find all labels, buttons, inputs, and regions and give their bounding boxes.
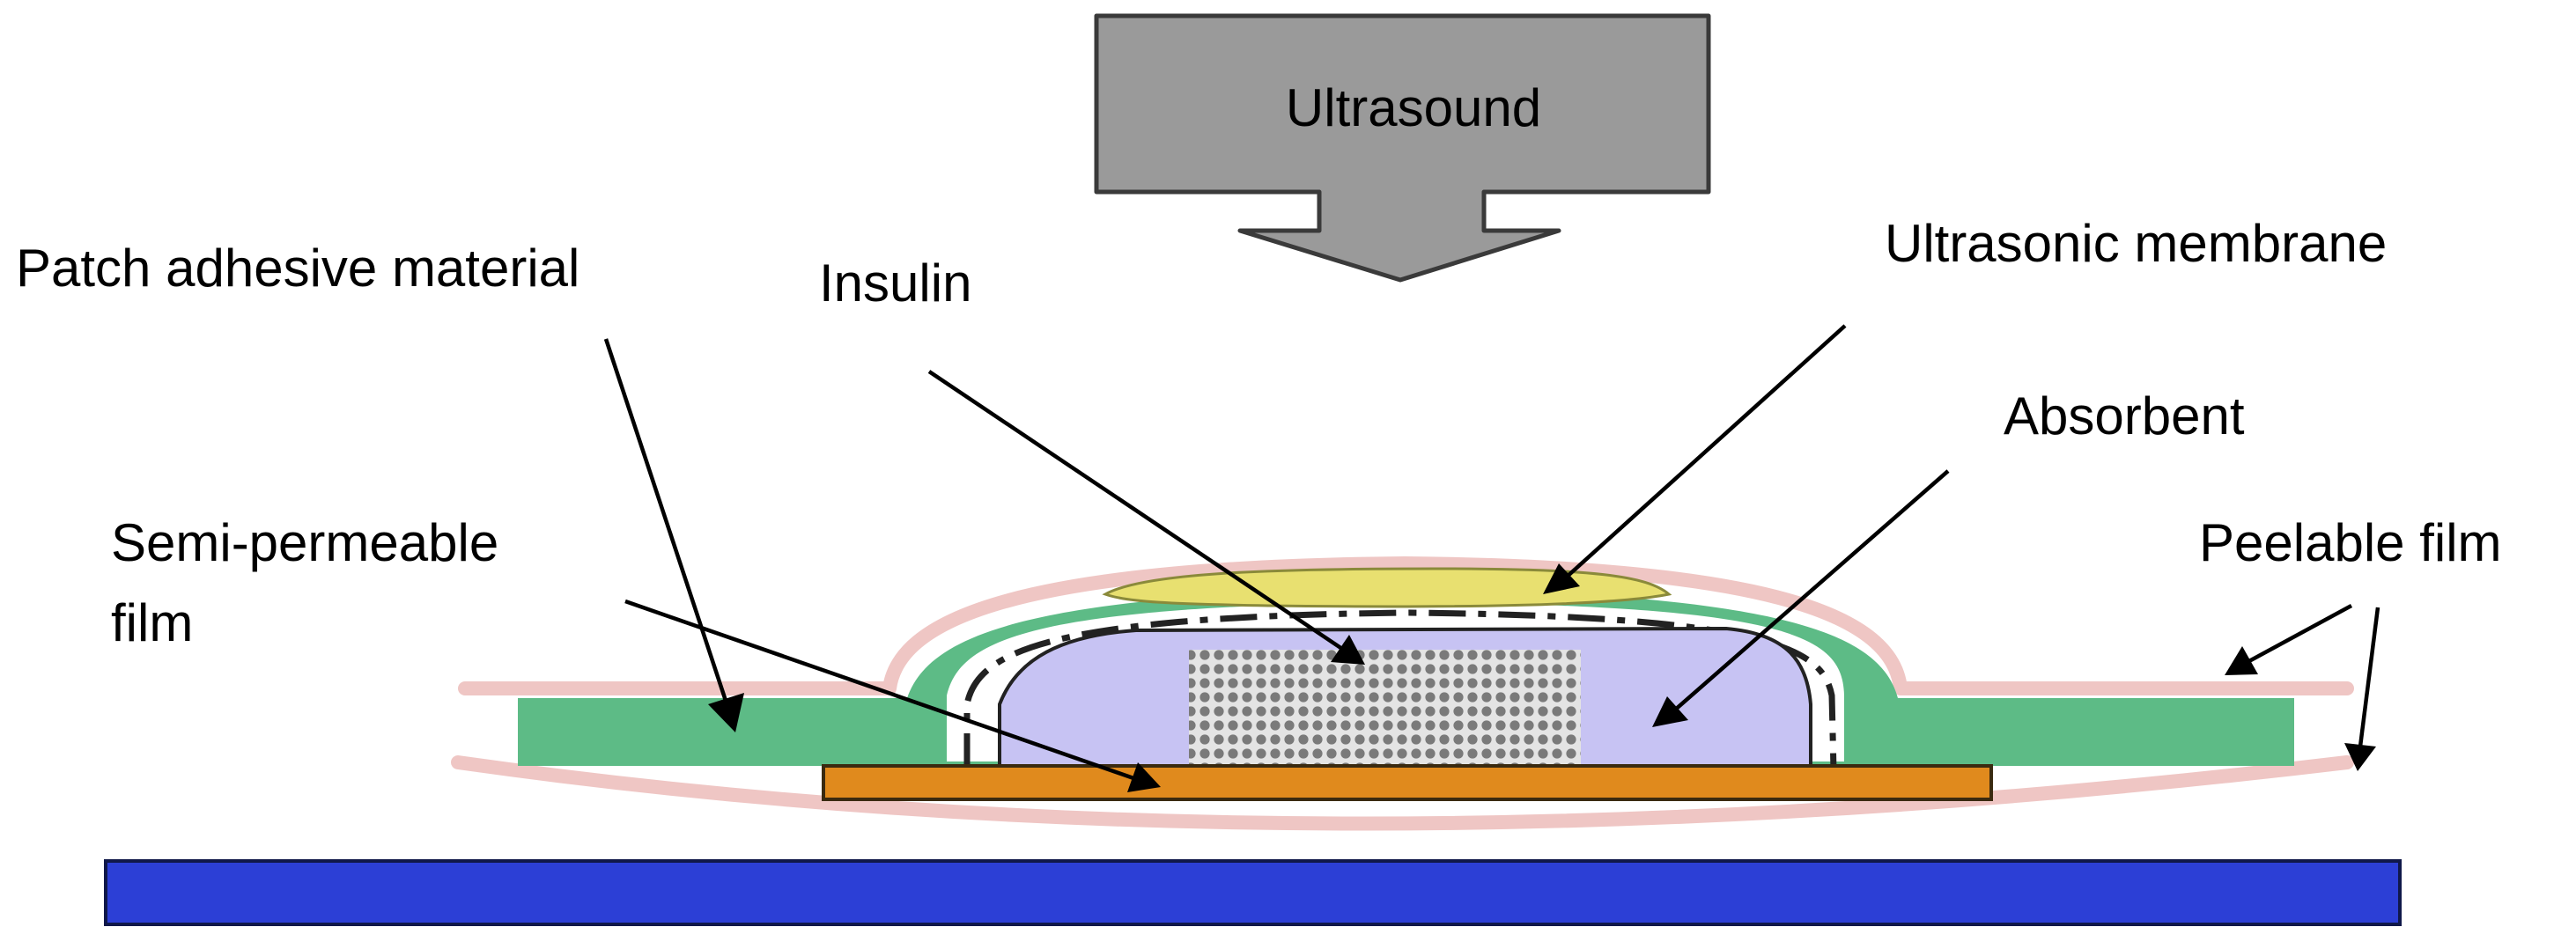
absorbent-leader: [1652, 469, 1950, 727]
insulin-leader: [927, 370, 1365, 665]
absorbent-label: Absorbent: [2004, 386, 2245, 445]
ultrasonic-membrane: [1102, 567, 1672, 608]
ultrasonic-membrane-label: Ultrasonic membrane: [1885, 214, 2387, 273]
semi-permeable-film: [822, 764, 1993, 801]
insulin-label: Insulin: [819, 254, 971, 313]
patch-adhesive-leader: [603, 338, 744, 732]
semi-permeable-label-line1: Semi-permeable: [111, 513, 498, 572]
patch-adhesive-label: Patch adhesive material: [16, 239, 579, 298]
peelable-film-lower: [451, 755, 2354, 831]
ultrasound-label: Ultrasound: [1286, 78, 1541, 137]
ultrasonic-membrane-leader: [1543, 324, 1847, 594]
semi-permeable-leader: [624, 599, 1161, 792]
peelable-film-leader-lower: [2344, 607, 2380, 771]
peelable-film-label: Peelable film: [2199, 513, 2502, 572]
insulin: [1189, 650, 1581, 768]
skin-layer: [104, 859, 2402, 926]
dashed-membrane-line: [963, 609, 1837, 771]
peelable-film-leader-upper: [2225, 604, 2353, 675]
semi-permeable-label-line2: film: [111, 593, 193, 652]
peelable-film-upper: [458, 556, 2354, 695]
ultrasound-arrow-icon: [1094, 13, 1711, 283]
